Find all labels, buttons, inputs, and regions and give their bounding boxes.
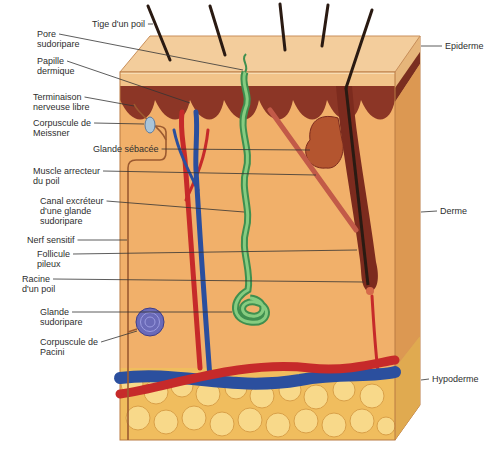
leader-line xyxy=(67,61,190,103)
block-side xyxy=(395,36,420,440)
arrector-muscle xyxy=(270,110,356,230)
sweat-gland xyxy=(235,54,266,322)
side-hypodermis xyxy=(395,336,420,440)
leader-line xyxy=(94,123,144,124)
meissner-corpuscle xyxy=(145,117,155,133)
leader-line xyxy=(103,171,316,175)
nerve xyxy=(128,104,166,440)
leader-line xyxy=(421,379,429,380)
leader-line xyxy=(421,211,437,212)
block-outline xyxy=(120,72,395,440)
part-label: Nerf sensitif xyxy=(27,236,75,246)
leader-line xyxy=(78,240,127,241)
block-top xyxy=(120,36,420,72)
part-label: Corpuscule de Pacini xyxy=(40,338,102,358)
leader-line xyxy=(148,24,153,25)
leader-line xyxy=(101,331,137,342)
side-dermis xyxy=(395,64,420,368)
leader-line xyxy=(59,34,243,70)
hair-root xyxy=(346,88,368,285)
leader-line xyxy=(162,149,310,150)
part-label: Epiderme xyxy=(445,42,484,52)
part-label: Glande sudoripare xyxy=(40,308,90,328)
hypodermis xyxy=(120,368,395,440)
part-label: Tige d'un poil xyxy=(92,20,145,30)
part-label: Papille dermique xyxy=(37,57,82,77)
part-label: Racine d'un poil xyxy=(22,275,67,295)
sebaceous-gland xyxy=(306,116,344,168)
part-label: Terminaison nerveuse libre xyxy=(33,93,97,113)
part-label: Canal excréteur d'une glande sudoripare xyxy=(40,197,108,227)
part-label: Muscle arrecteur du poil xyxy=(33,167,107,187)
part-label: Glande sébacée xyxy=(93,145,159,155)
part-label: Follicule pileux xyxy=(37,250,79,270)
leader-line xyxy=(85,97,134,106)
hair-papilla xyxy=(366,287,374,295)
hair-shafts xyxy=(148,4,372,88)
part-label: Hypoderme xyxy=(432,375,479,385)
leader-line xyxy=(53,279,364,282)
leader-line xyxy=(72,312,232,313)
hair-follicle xyxy=(336,86,378,292)
part-label: Pore sudoripare xyxy=(37,30,87,50)
part-label: Derme xyxy=(440,207,467,217)
leader-line xyxy=(421,46,442,47)
leader-line xyxy=(73,250,357,254)
leader-line xyxy=(107,201,244,212)
part-label: Corpuscule de Meissner xyxy=(33,119,95,139)
